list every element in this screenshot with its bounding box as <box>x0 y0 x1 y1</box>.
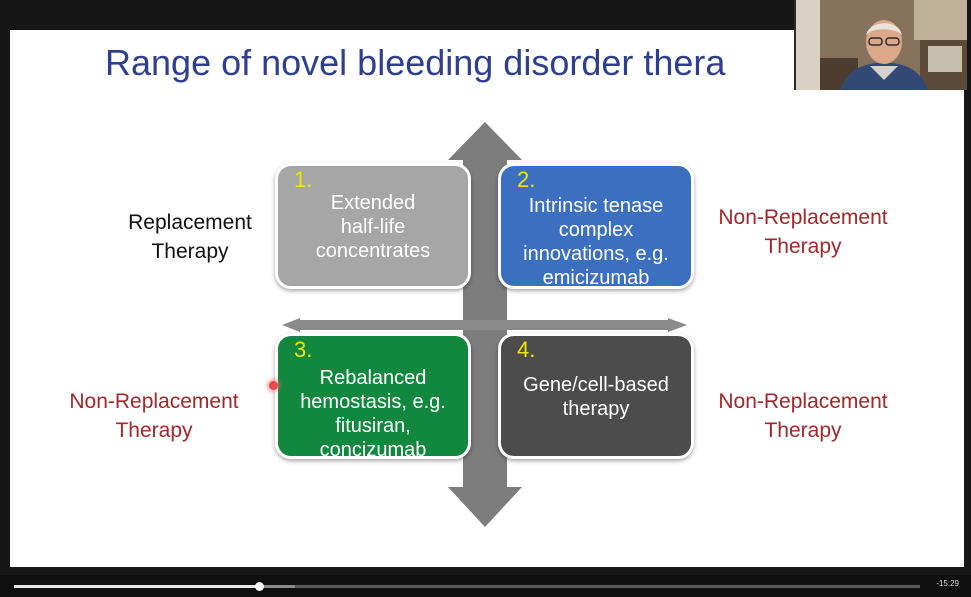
label-non-replacement-top-right: Non-Replacement Therapy <box>718 206 888 258</box>
quadrant-text: Rebalanced hemostasis, e.g. fitusiran, c… <box>300 367 446 461</box>
quadrant-number: 3. <box>294 337 313 362</box>
quadrant-number: 2. <box>517 167 536 192</box>
quadrant-rebalanced-hemostasis: 3. Rebalanced hemostasis, e.g. fitusiran… <box>275 333 471 461</box>
label-replacement-therapy: Replacement Therapy <box>128 211 252 263</box>
laser-pointer-dot <box>269 381 278 390</box>
progress-track[interactable] <box>14 582 920 591</box>
progress-played <box>14 585 259 588</box>
quadrant-extended-half-life: 1. Extended half-life concentrates <box>275 163 471 289</box>
progress-buffered <box>258 585 295 588</box>
presentation-slide: Range of novel bleeding disorder thera 1… <box>10 30 964 567</box>
quadrant-text: Gene/cell-based therapy <box>523 374 669 420</box>
quadrant-number: 1. <box>294 167 313 192</box>
player-controls-bar: -15:29 <box>0 575 971 597</box>
four-way-arrow-graphic <box>282 122 687 527</box>
label-non-replacement-bottom-left: Non-Replacement Therapy <box>69 390 239 442</box>
time-remaining: -15:29 <box>936 579 959 588</box>
presenter-webcam <box>794 0 967 90</box>
horizontal-arrow <box>282 318 687 332</box>
quadrant-number: 4. <box>517 337 536 362</box>
quadrant-gene-cell-therapy: 4. Gene/cell-based therapy <box>498 333 694 459</box>
presenter-video-frame <box>796 0 967 90</box>
progress-scrubber-handle[interactable] <box>254 582 264 591</box>
quadrant-text: Extended half-life concentrates <box>315 192 431 262</box>
quadrant-intrinsic-tenase: 2. Intrinsic tenase complex innovations,… <box>498 163 694 289</box>
quadrant-text: Intrinsic tenase complex innovations, e.… <box>523 195 669 289</box>
label-non-replacement-bottom-right: Non-Replacement Therapy <box>718 390 888 442</box>
slide-title: Range of novel bleeding disorder thera <box>105 42 726 83</box>
